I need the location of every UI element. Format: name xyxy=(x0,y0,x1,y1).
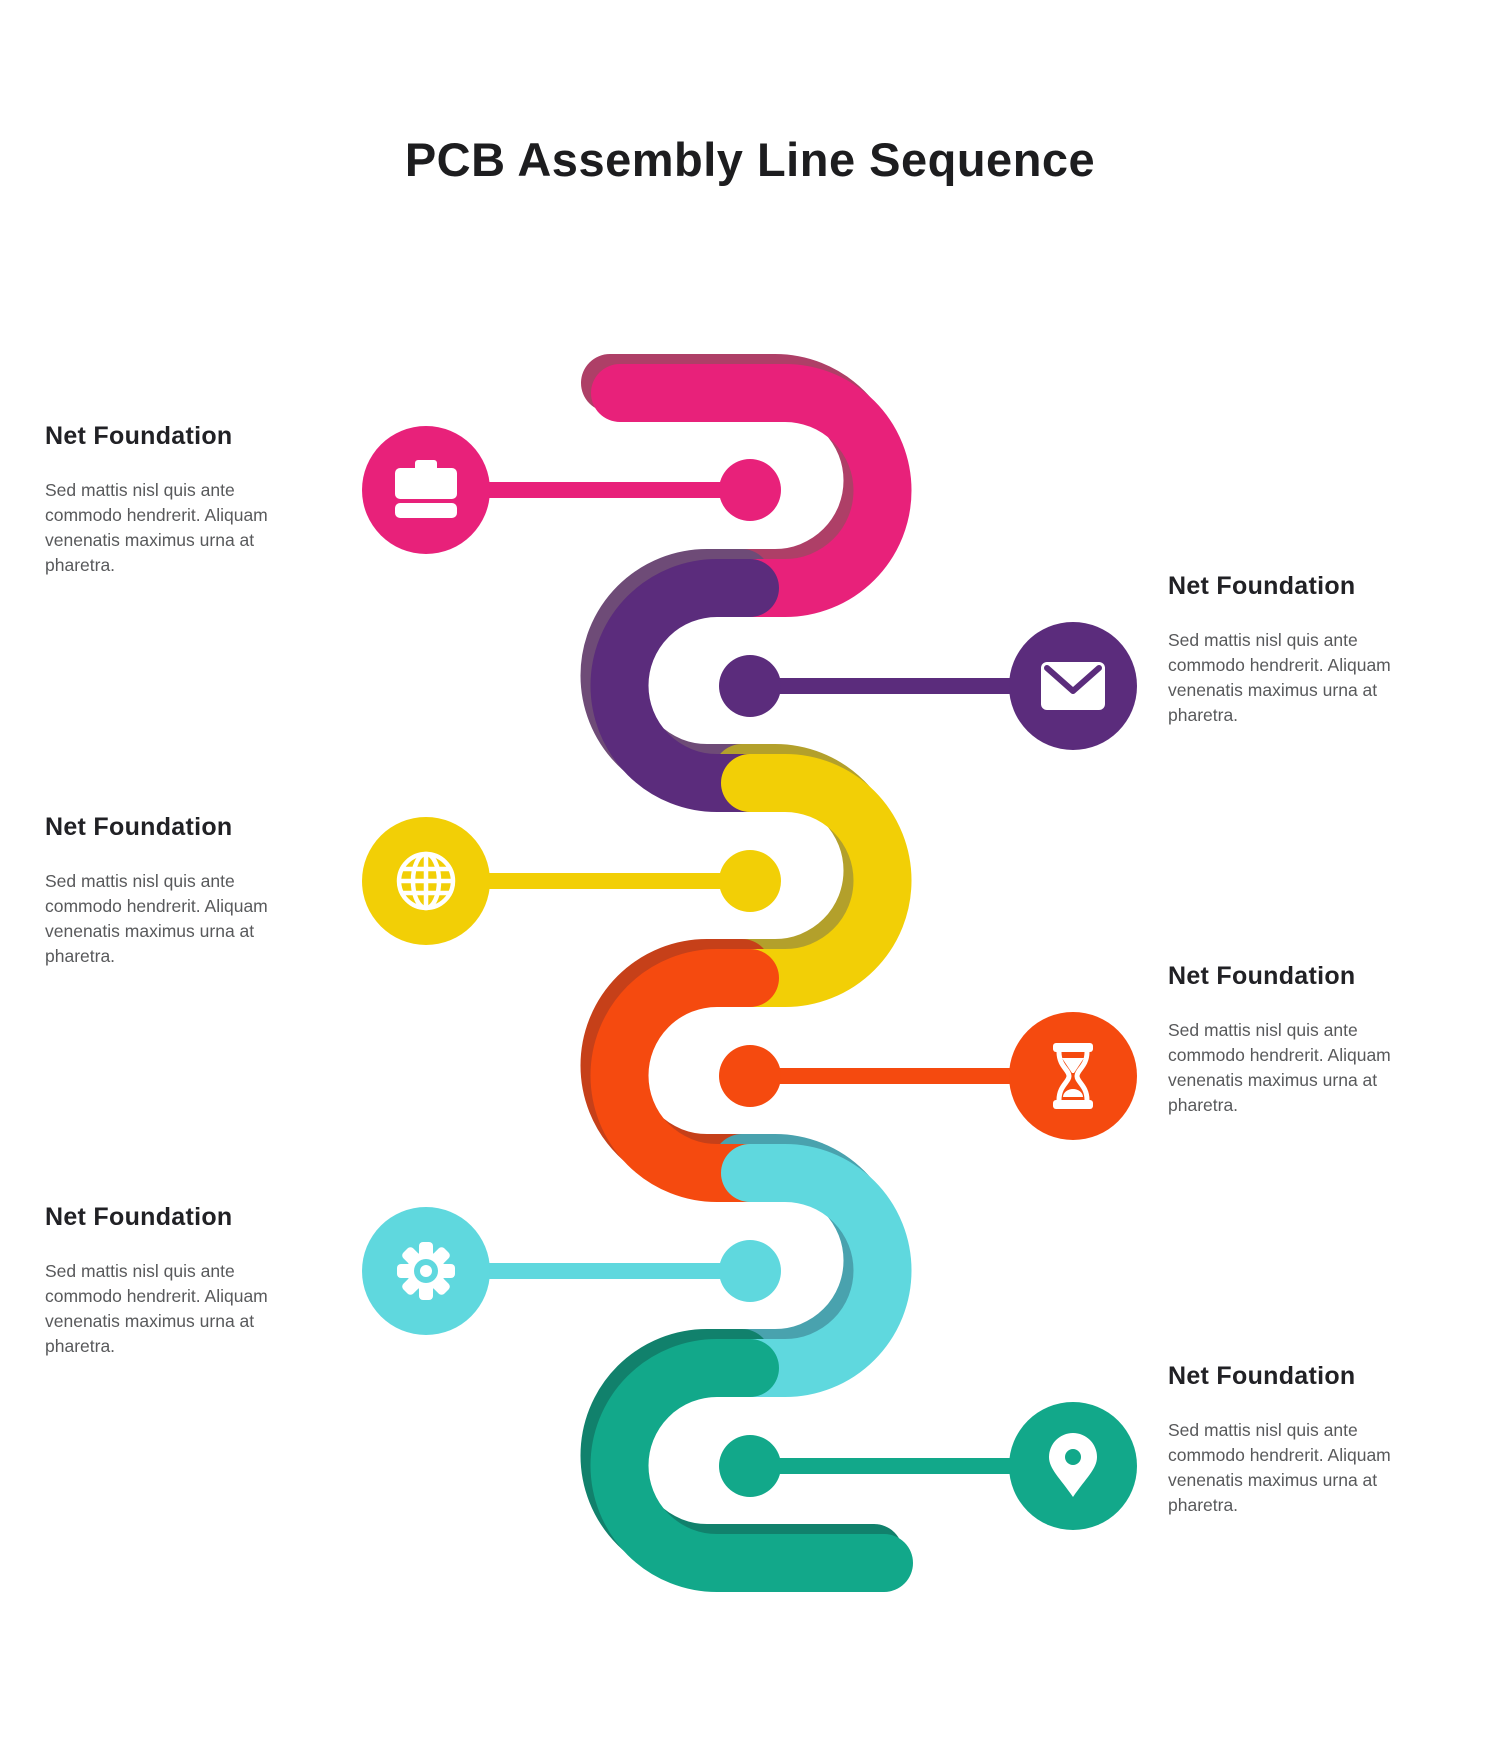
step-5-text-block: Net Foundation Sed mattis nisl quis ante… xyxy=(45,1201,345,1359)
node-5 xyxy=(719,1240,781,1302)
segment-6 xyxy=(590,1339,913,1592)
step-6-body: Sed mattis nisl quis ante commodo hendre… xyxy=(1168,1420,1391,1515)
globe-icon xyxy=(396,851,456,911)
icon-circle-4 xyxy=(1009,1012,1137,1140)
segment-2 xyxy=(590,559,779,812)
node-1 xyxy=(719,459,781,521)
segment-3 xyxy=(721,754,912,1007)
step-3-heading: Net Foundation xyxy=(45,813,233,841)
step-4-heading: Net Foundation xyxy=(1168,962,1356,990)
step-2-text-block: Net Foundation Sed mattis nisl quis ante… xyxy=(1168,570,1468,728)
step-3-body: Sed mattis nisl quis ante commodo hendre… xyxy=(45,871,268,966)
segment-4 xyxy=(590,949,779,1202)
step-3-text-block: Net Foundation Sed mattis nisl quis ante… xyxy=(45,811,345,969)
step-4-body: Sed mattis nisl quis ante commodo hendre… xyxy=(1168,1020,1391,1115)
briefcase-icon xyxy=(395,460,457,518)
envelope-icon xyxy=(1041,662,1105,710)
step-1-body: Sed mattis nisl quis ante commodo hendre… xyxy=(45,480,268,575)
node-4 xyxy=(719,1045,781,1107)
location-pin-icon xyxy=(1049,1433,1097,1497)
page-title: PCB Assembly Line Sequence xyxy=(404,133,1096,186)
gear-icon xyxy=(397,1242,455,1300)
hourglass-icon xyxy=(1053,1043,1093,1109)
nodes xyxy=(719,459,781,1497)
step-2-body: Sed mattis nisl quis ante commodo hendre… xyxy=(1168,630,1391,725)
step-6-heading: Net Foundation xyxy=(1168,1362,1356,1390)
step-5-heading: Net Foundation xyxy=(45,1203,233,1231)
step-4-text-block: Net Foundation Sed mattis nisl quis ante… xyxy=(1168,960,1468,1118)
pin-hole xyxy=(1065,1449,1081,1465)
step-1-heading: Net Foundation xyxy=(45,422,233,450)
step-5-body: Sed mattis nisl quis ante commodo hendre… xyxy=(45,1261,268,1356)
step-6-text-block: Net Foundation Sed mattis nisl quis ante… xyxy=(1168,1360,1468,1518)
serpentine-segments xyxy=(590,364,913,1592)
segment-1 xyxy=(591,364,912,617)
segment-5 xyxy=(721,1144,912,1397)
node-6 xyxy=(719,1435,781,1497)
step-2-heading: Net Foundation xyxy=(1168,572,1356,600)
node-2 xyxy=(719,655,781,717)
node-3 xyxy=(719,850,781,912)
envelope-flap xyxy=(1044,665,1102,694)
step-1-text-block: Net Foundation Sed mattis nisl quis ante… xyxy=(45,420,345,578)
